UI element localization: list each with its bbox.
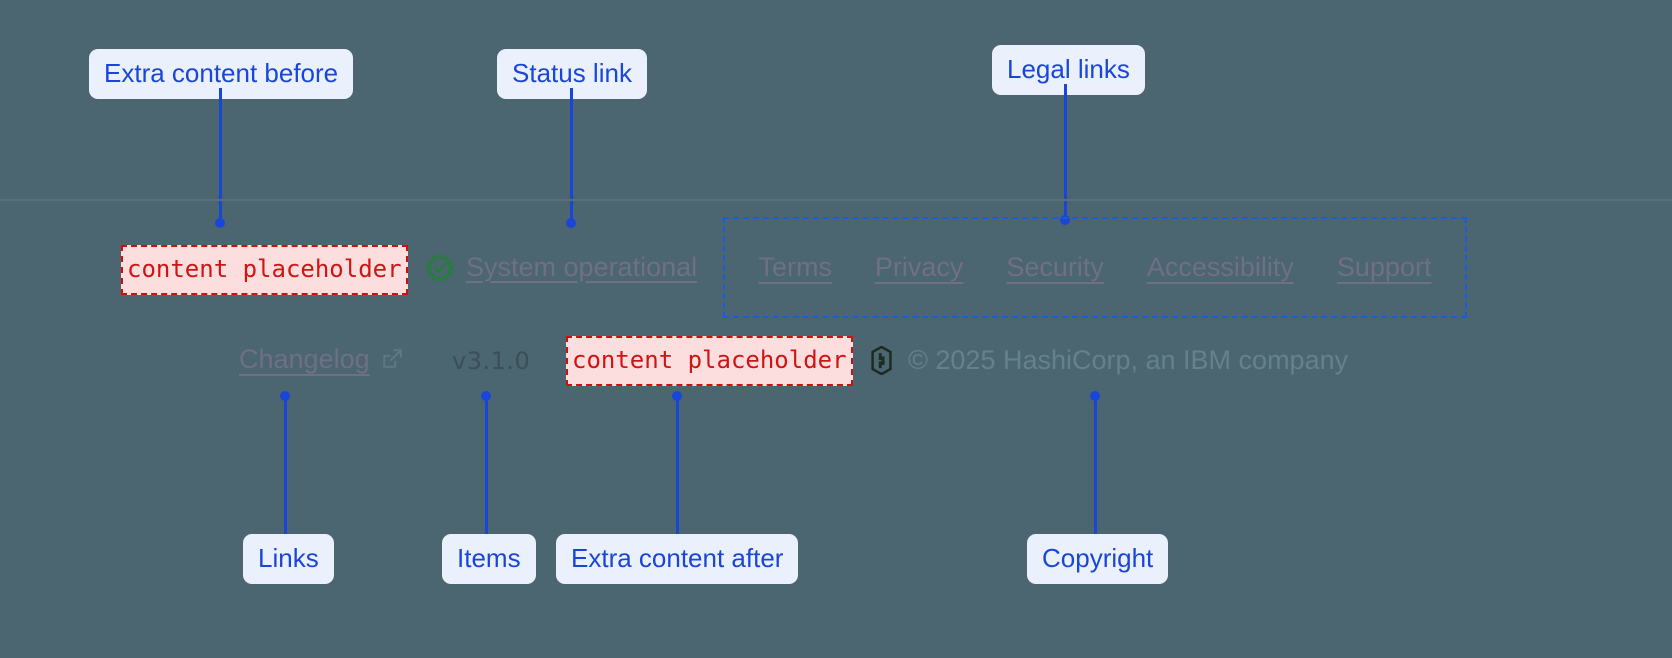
annotation-legal-links: Legal links <box>992 45 1145 95</box>
status-link[interactable]: System operational <box>425 252 697 283</box>
annotation-copyright: Copyright <box>1027 534 1169 584</box>
external-link-icon <box>382 349 402 368</box>
leader-line-copyright <box>1094 396 1097 534</box>
legal-link-terms[interactable]: Terms <box>758 252 832 282</box>
legal-links-annotation-box <box>723 217 1467 318</box>
version-label: v3.1.0 <box>452 347 531 375</box>
leader-line-links <box>284 396 287 534</box>
copyright-text: © 2025 HashiCorp, an IBM company <box>908 345 1349 375</box>
annotation-links: Links <box>243 534 334 584</box>
legal-link-security[interactable]: Security <box>1006 252 1104 282</box>
leader-dot-legal-links <box>1060 215 1070 225</box>
extra-content-after-placeholder: content placeholder <box>566 336 853 386</box>
status-link-label: System operational <box>466 252 698 282</box>
hashicorp-logo <box>871 346 892 375</box>
leader-dot-status-link <box>566 218 576 228</box>
footer-region <box>0 199 1672 446</box>
legal-links-list: Terms Privacy Security Accessibility Sup… <box>723 217 1467 318</box>
leader-line-legal-links <box>1064 84 1067 221</box>
copyright-group: © 2025 HashiCorp, an IBM company <box>868 345 1348 376</box>
leader-line-status-link <box>570 88 573 225</box>
leader-line-extra-content-before <box>219 88 222 225</box>
legal-link-support[interactable]: Support <box>1336 252 1432 282</box>
annotation-items: Items <box>442 534 536 584</box>
leader-line-items <box>485 396 488 534</box>
annotation-extra-content-after: Extra content after <box>556 534 799 584</box>
leader-line-extra-content-after <box>676 396 679 534</box>
changelog-link[interactable]: Changelog <box>239 344 404 375</box>
leader-dot-extra-content-before <box>215 218 225 228</box>
check-circle-icon <box>426 253 454 282</box>
changelog-link-label: Changelog <box>239 344 370 374</box>
extra-content-before-placeholder: content placeholder <box>121 245 408 295</box>
legal-link-accessibility[interactable]: Accessibility <box>1146 252 1294 282</box>
legal-link-privacy[interactable]: Privacy <box>874 252 964 282</box>
